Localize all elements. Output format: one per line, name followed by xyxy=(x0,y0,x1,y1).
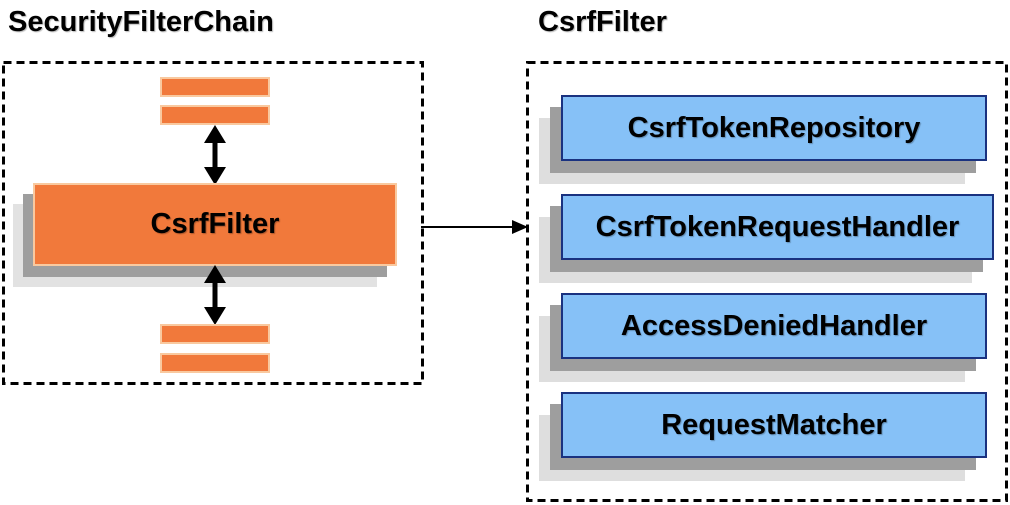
bidirectional-arrow-icon xyxy=(204,265,226,325)
component-node-csrf-token-request-handler: CsrfTokenRequestHandler xyxy=(561,194,994,260)
component-node-label: CsrfTokenRepository xyxy=(627,111,921,144)
component-node-request-matcher: RequestMatcher xyxy=(561,392,987,458)
filter-placeholder-bar xyxy=(160,353,270,373)
component-node-label: CsrfTokenRequestHandler xyxy=(595,210,960,243)
flow-arrow-icon xyxy=(421,220,528,234)
filter-placeholder-bar xyxy=(160,105,270,125)
component-node-csrf-token-repository: CsrfTokenRepository xyxy=(561,95,987,161)
component-node-label: AccessDeniedHandler xyxy=(620,309,928,342)
filter-placeholder-bar xyxy=(160,324,270,344)
csrf-filter-node: CsrfFilter xyxy=(33,183,397,266)
security-filter-chain-title: SecurityFilterChain xyxy=(8,6,274,38)
csrf-filter-node-label: CsrfFilter xyxy=(150,208,280,240)
bidirectional-arrow-icon xyxy=(204,125,226,185)
component-node-access-denied-handler: AccessDeniedHandler xyxy=(561,293,987,359)
filter-placeholder-bar xyxy=(160,77,270,97)
component-node-label: RequestMatcher xyxy=(661,408,887,441)
security-filter-chain-boundary xyxy=(2,61,424,385)
csrf-filter-title: CsrfFilter xyxy=(538,6,667,38)
csrf-filter-boundary xyxy=(526,61,1008,502)
